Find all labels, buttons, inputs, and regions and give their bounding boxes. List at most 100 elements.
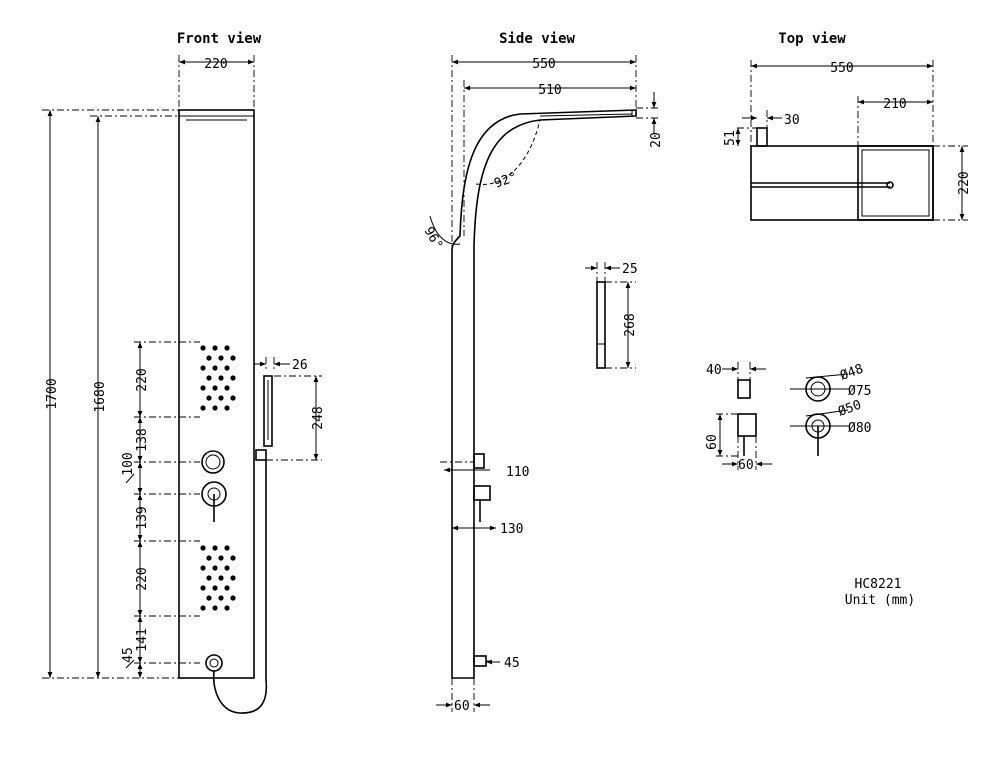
gap-1-dim: 138 xyxy=(135,428,150,451)
front-total-height-dim: 1700 xyxy=(45,378,60,409)
jet-nozzle xyxy=(206,575,212,581)
valve-pitch-dim: 100 xyxy=(121,452,136,475)
jet-nozzle xyxy=(212,565,218,571)
handshower-icon xyxy=(263,375,273,447)
lower-body-jets xyxy=(200,545,236,611)
jet-nozzle xyxy=(230,595,236,601)
front-inner-height-dim: 1680 xyxy=(93,381,108,412)
valve-base-depth-dim: 60 xyxy=(738,458,754,473)
valve-lever-side-icon xyxy=(737,413,757,437)
jet-nozzle xyxy=(218,395,224,401)
jet-nozzle xyxy=(224,565,230,571)
side-arm-dim: 510 xyxy=(538,83,561,98)
jet-nozzle xyxy=(224,605,230,611)
jet-nozzle xyxy=(224,385,230,391)
model-number: HC8221 xyxy=(855,577,902,592)
outlet-dim: 45 xyxy=(121,647,136,663)
top-head-depth-dim: 220 xyxy=(957,171,972,194)
side-diverter-icon xyxy=(473,453,485,469)
side-outlet-icon xyxy=(473,655,487,667)
handshower-holder-icon xyxy=(255,449,267,461)
jet-nozzle xyxy=(200,585,206,591)
jet-nozzle xyxy=(200,605,206,611)
jet-nozzle xyxy=(200,385,206,391)
jet-nozzle xyxy=(206,595,212,601)
jets-upper-dim: 220 xyxy=(135,368,150,391)
valve-knob-side-icon xyxy=(737,379,751,399)
valve-detail: 40 60 60 Ø48 Ø75 Ø50 Ø80 xyxy=(705,362,871,473)
front-panel-outline xyxy=(178,109,255,679)
valve-d48-dim: Ø48 xyxy=(838,362,865,384)
jet-nozzle xyxy=(212,385,218,391)
diverter-knob-icon xyxy=(201,450,225,474)
valve-knob-depth-dim: 40 xyxy=(706,363,722,378)
valve-d80-dim: Ø80 xyxy=(848,421,871,436)
jet-nozzle xyxy=(206,555,212,561)
jet-nozzle xyxy=(224,365,230,371)
angle-inner-dim: 92° xyxy=(492,170,519,192)
jet-nozzle xyxy=(206,395,212,401)
jet-nozzle xyxy=(218,575,224,581)
jet-nozzle xyxy=(224,405,230,411)
front-width-dim: 220 xyxy=(204,57,227,72)
jet-nozzle xyxy=(206,375,212,381)
jet-nozzle xyxy=(200,365,206,371)
front-view-title: Front view xyxy=(177,31,262,47)
jet-nozzle xyxy=(218,355,224,361)
jet-nozzle xyxy=(200,545,206,551)
jet-nozzle xyxy=(218,375,224,381)
handshower-detail-icon xyxy=(596,281,606,369)
side-base-depth-dim: 60 xyxy=(454,699,470,714)
front-view: 220 1700 1680 220 138 100 139 220 141 45… xyxy=(42,55,326,714)
side-mixer-icon xyxy=(473,485,491,501)
handshower-width-dim: 25 xyxy=(622,262,638,277)
top-knob-icon xyxy=(756,127,768,147)
gap-3-dim: 141 xyxy=(135,628,150,651)
hand-width-dim: 26 xyxy=(292,358,308,373)
jet-nozzle xyxy=(230,575,236,581)
jet-nozzle xyxy=(212,585,218,591)
gap-2-dim: 139 xyxy=(135,506,150,529)
side-valve-depth-1-dim: 110 xyxy=(506,465,529,480)
jet-nozzle xyxy=(218,595,224,601)
angle-outer-dim: 96° xyxy=(421,225,446,253)
top-view-title: Top view xyxy=(778,31,846,47)
side-column-outline xyxy=(451,109,637,679)
hose-line xyxy=(212,460,268,714)
jet-nozzle xyxy=(224,585,230,591)
jet-nozzle xyxy=(206,355,212,361)
top-knob-width-dim: 30 xyxy=(784,113,800,128)
valve-d75-dim: Ø75 xyxy=(848,384,871,399)
jet-nozzle xyxy=(200,345,206,351)
jet-nozzle xyxy=(212,405,218,411)
upper-body-jets xyxy=(200,345,236,411)
jet-nozzle xyxy=(200,405,206,411)
side-valve-depth-2-dim: 130 xyxy=(500,522,523,537)
jet-nozzle xyxy=(200,565,206,571)
jet-nozzle xyxy=(212,345,218,351)
handshower-detail: 25 268 xyxy=(585,262,638,369)
top-overall-dim: 550 xyxy=(830,61,853,76)
hose-outlet-icon xyxy=(205,654,223,672)
jet-nozzle xyxy=(212,545,218,551)
jet-nozzle xyxy=(224,545,230,551)
jet-nozzle xyxy=(230,355,236,361)
handshower-length-dim: 268 xyxy=(623,313,638,336)
jet-nozzle xyxy=(230,375,236,381)
top-knob-depth-dim: 51 xyxy=(723,130,738,146)
top-head-dim: 210 xyxy=(883,97,906,112)
side-view: 550 510 20 96° 92° 110 130 45 60 xyxy=(421,55,664,714)
hand-height-dim: 248 xyxy=(311,406,326,429)
jets-lower-dim: 220 xyxy=(135,567,150,590)
jet-nozzle xyxy=(230,555,236,561)
jet-nozzle xyxy=(212,365,218,371)
head-thickness-dim: 20 xyxy=(649,132,664,148)
side-overall-dim: 550 xyxy=(532,57,555,72)
jet-nozzle xyxy=(212,605,218,611)
top-view: 550 210 30 51 220 xyxy=(723,60,972,221)
valve-d50-dim: Ø50 xyxy=(836,398,863,420)
unit-label: Unit (mm) xyxy=(845,593,915,608)
jet-nozzle xyxy=(230,395,236,401)
jet-nozzle xyxy=(224,345,230,351)
